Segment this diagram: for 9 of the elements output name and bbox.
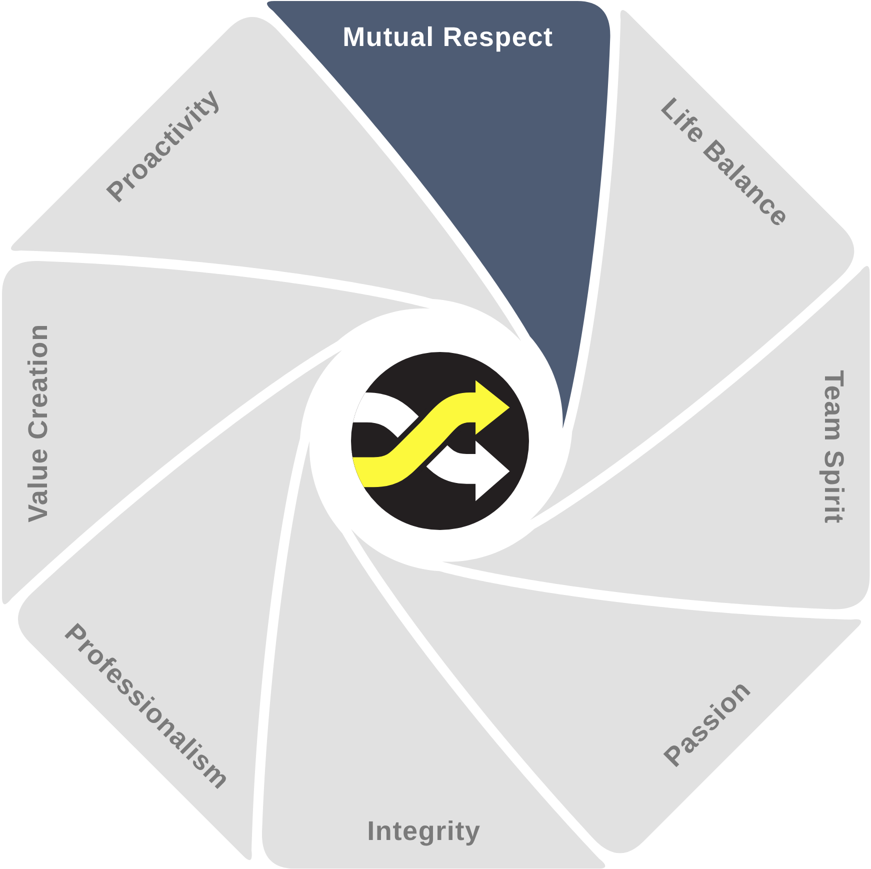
petal-label: Integrity (367, 817, 481, 847)
petal-segment (351, 528, 862, 853)
petal-segment (442, 266, 870, 609)
petal-segment (2, 261, 430, 604)
petal-segment (262, 441, 606, 869)
petal-label: Team Spirit (818, 370, 848, 524)
petal-segment (266, 1, 610, 429)
petal-label: Value Creation (24, 324, 54, 522)
petal-label: Mutual Respect (342, 23, 554, 53)
